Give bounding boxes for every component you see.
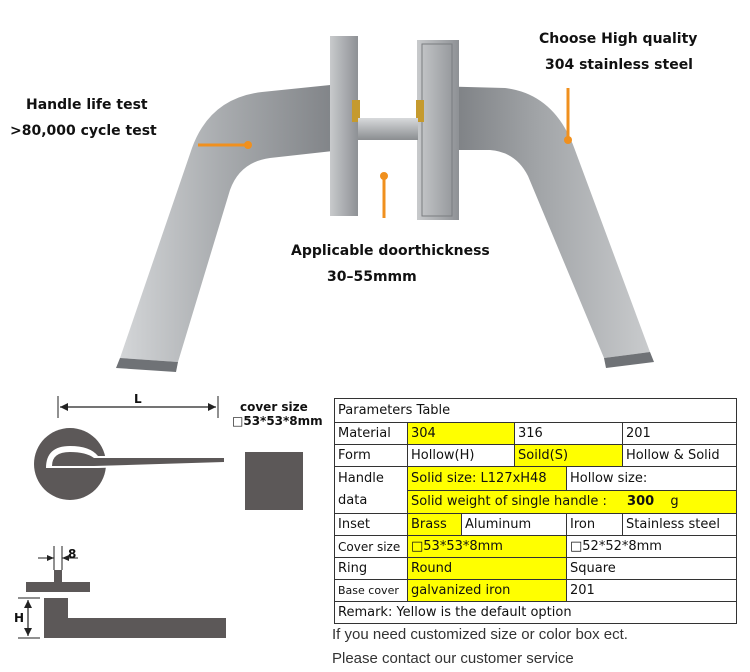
left-rosette [330, 36, 358, 216]
form-hollow-solid: Hollow & Solid [621, 444, 738, 467]
product-photo [116, 36, 654, 372]
cover-size-caption: cover size □53*53*8mm [232, 400, 323, 428]
height-label: H [14, 611, 24, 625]
footer-line1: If you need customized size or color box… [332, 626, 628, 643]
cover-size-value: □53*53*8mm [232, 414, 323, 428]
base-cover-label: Base cover [334, 579, 408, 602]
table-row: Cover size □53*53*8mm □52*52*8mm [334, 535, 738, 558]
width-dimension: 8 [38, 546, 78, 570]
cover-52: □52*52*8mm [565, 535, 738, 558]
table-row: Material 304 316 201 [334, 422, 738, 445]
quality-callout: Choose High quality 304 stainless steel [539, 26, 697, 78]
life-test-callout: Handle life test >80,000 cycle test [10, 92, 157, 144]
solid-weight: Solid weight of single handle : 300 g [406, 489, 738, 514]
table-row: Form Hollow(H) Soild(S) Hollow & Solid [334, 444, 738, 467]
base-201: 201 [565, 579, 738, 602]
technical-drawings: L 8 H [14, 392, 226, 639]
thickness-callout: Applicable doorthickness 30–55mmm [291, 238, 490, 290]
table-row: Inset Brass Aluminum Iron Stainless stee… [334, 513, 738, 536]
form-hollow: Hollow(H) [407, 444, 515, 467]
table-row: Solid weight of single handle : 300 g [335, 489, 738, 514]
ring-label: Ring [334, 557, 408, 580]
footer-line2: Please contact our customer service [332, 650, 574, 667]
remark: Remark: Yellow is the default option [333, 601, 738, 624]
solid-size: Solid size: L127xH48 [407, 466, 567, 491]
length-dimension: L [57, 392, 219, 418]
cover-size-title: cover size [240, 400, 308, 414]
lever-side-view [26, 570, 226, 638]
lever-front-view [34, 428, 226, 500]
handle-label-line1: Handle [338, 471, 384, 486]
thickness-line1: Applicable doorthickness [291, 243, 490, 259]
life-test-line2: >80,000 cycle test [10, 123, 157, 139]
material-201: 201 [621, 422, 738, 445]
inset-iron: Iron [566, 513, 623, 536]
form-solid: Soild(S) [514, 444, 623, 467]
hollow-size: Hollow size: [565, 466, 738, 491]
inset-label: Inset [334, 513, 408, 536]
spindle [358, 118, 418, 140]
quality-line1: Choose High quality [539, 31, 698, 47]
life-test-line1: Handle life test [26, 97, 148, 113]
form-label: Form [334, 444, 408, 467]
solid-weight-label: Solid weight of single handle : [411, 494, 607, 510]
handle-label-line2: data [338, 493, 368, 508]
length-label: L [134, 392, 142, 406]
table-row: Base cover galvanized iron 201 [334, 579, 738, 602]
table-row: Remark: Yellow is the default option [333, 601, 738, 624]
ring-round: Round [407, 557, 567, 580]
right-rosette [417, 40, 459, 220]
left-lever-handle [116, 84, 342, 372]
cover-square [245, 452, 303, 510]
cover-size-label: Cover size [334, 535, 408, 558]
inset-stainless: Stainless steel [621, 513, 738, 536]
cover-53: □53*53*8mm [407, 535, 567, 558]
parameters-table: Parameters Table Material 304 316 201 Fo… [333, 398, 738, 624]
right-lever-handle [430, 86, 654, 368]
solid-weight-value: 300 [627, 494, 655, 510]
table-row: Handle data Solid size: L127xH48 Hollow … [334, 466, 738, 514]
solid-weight-unit: g [670, 494, 679, 510]
base-galvanized: galvanized iron [407, 579, 567, 602]
thickness-line2: 30–55mmm [327, 269, 417, 285]
quality-line2: 304 stainless steel [545, 57, 693, 73]
material-label: Material [334, 422, 408, 445]
ring-square: Square [565, 557, 738, 580]
table-row: Ring Round Square [334, 557, 738, 580]
width-label: 8 [68, 547, 76, 561]
table-row: Parameters Table [333, 398, 738, 423]
handle-data-label: Handle data [334, 466, 408, 514]
material-316: 316 [514, 422, 623, 445]
material-304: 304 [407, 422, 515, 445]
inset-aluminum: Aluminum [461, 513, 567, 536]
inset-brass: Brass [407, 513, 462, 536]
table-title: Parameters Table [333, 398, 738, 423]
height-dimension: H [14, 597, 40, 639]
